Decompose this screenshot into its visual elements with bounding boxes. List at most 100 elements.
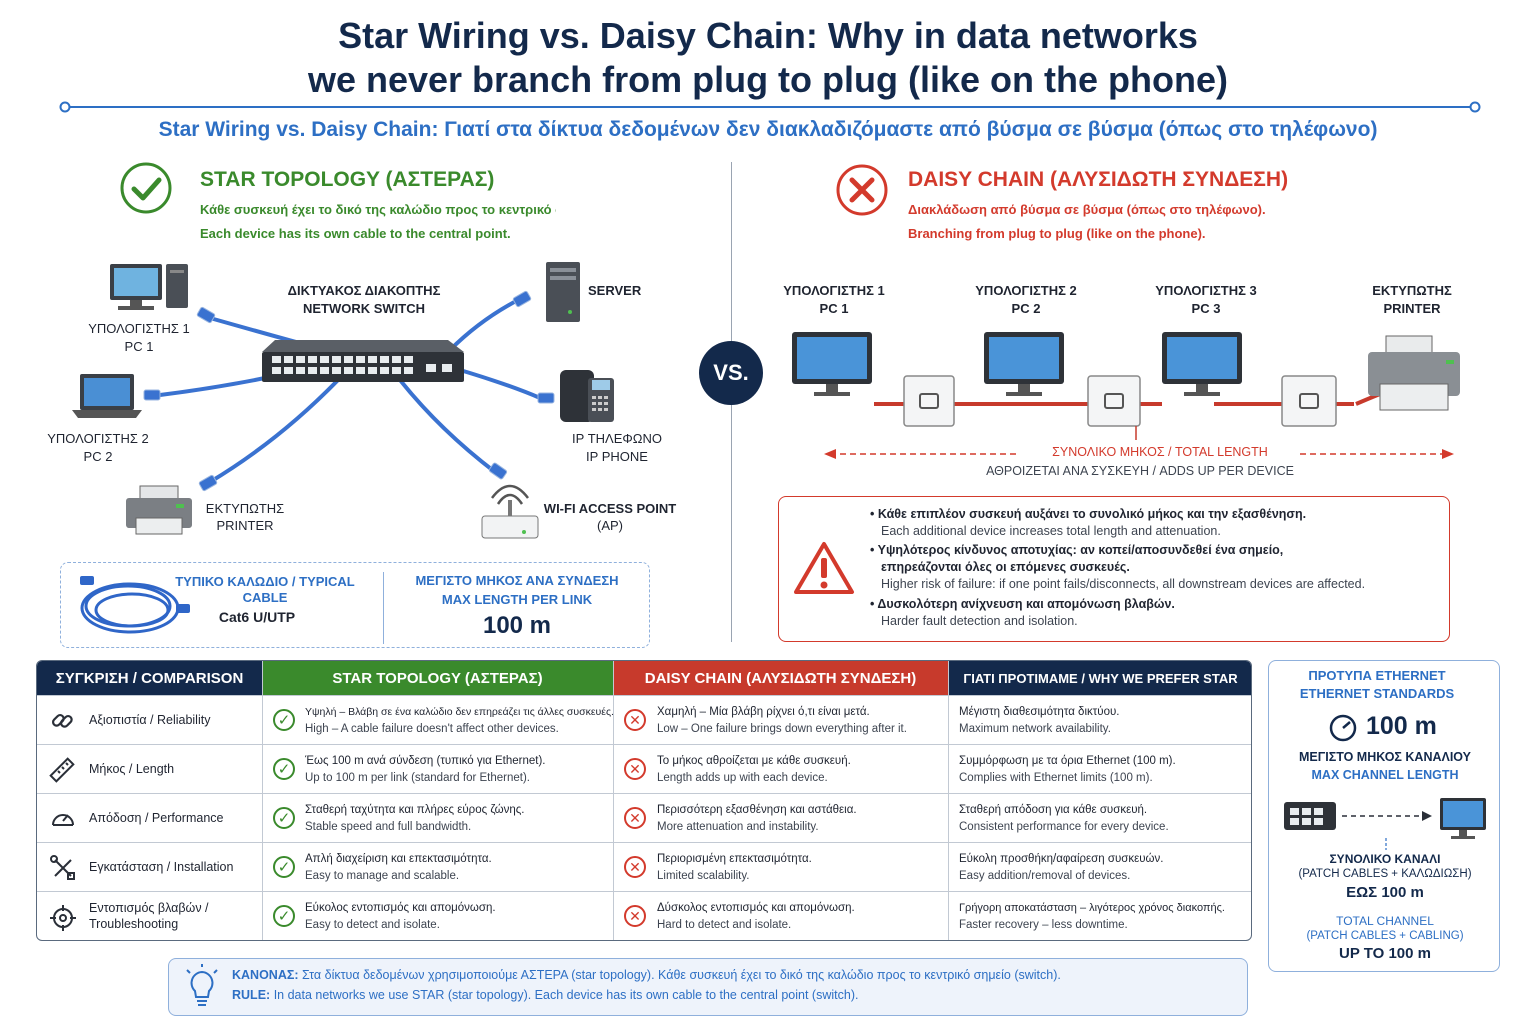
warning-item-2: • Υψηλότερος κίνδυνος αποτυχίας: αν κοπε…: [870, 542, 1438, 593]
lightbulb-icon: [186, 964, 218, 1006]
daisy-pc3-gr: ΥΠΟΛΟΓΙΣΤΗΣ 3: [1155, 283, 1257, 298]
daisy-title: DAISY CHAIN (ΑΛΥΣΙΔΩΤΗ ΣΥΝΔΕΣΗ): [908, 168, 1289, 191]
phone-label-en: IP PHONE: [586, 449, 648, 464]
ruler-icon: [49, 757, 75, 783]
check-icon: ✓: [273, 905, 295, 927]
rule-gr-prefix: ΚΑΝΟΝΑΣ:: [232, 968, 299, 982]
target-icon: [50, 905, 76, 931]
check-icon: ✓: [273, 758, 295, 780]
x-icon: ✕: [624, 709, 646, 731]
cable-box-divider: [383, 572, 384, 644]
phone-label-gr: IP ΤΗΛΕΦΩΝΟ: [572, 431, 662, 446]
star-cell-gr: Έως 100 m ανά σύνδεση (τυπικό για Ethern…: [305, 755, 546, 767]
why-cell-en: Easy addition/removal of devices.: [959, 870, 1131, 882]
daisy-desc-en: Branching from plug to plug (like on the…: [908, 226, 1206, 241]
total-channel-en: TOTAL CHANNEL: [1336, 914, 1434, 928]
total-channel-en3: UP TO 100 m: [1339, 945, 1431, 962]
row-label: Εγκατάσταση / Installation: [89, 860, 234, 874]
ethernet-standards-panel: [1268, 660, 1500, 972]
table-row: Απόδοση / Performance ✓ Σταθερή ταχύτητα…: [37, 793, 1251, 842]
table-col-divider: [262, 661, 263, 940]
ip-phone-icon: [560, 370, 614, 422]
daisy-pc1-en: PC 1: [819, 301, 849, 316]
star-cell-gr: Υψηλή – Βλάβη σε ένα καλώδιο δεν επηρεάζ…: [305, 706, 614, 718]
daisy-pc3-icon: [1162, 332, 1242, 396]
daisy-cell-en: More attenuation and instability.: [657, 821, 819, 833]
star-cell-en: Easy to manage and scalable.: [305, 870, 460, 882]
table-row: Εγκατάσταση / Installation ✓ Απλή διαχεί…: [37, 842, 1251, 892]
daisy-column-header: DAISY CHAIN (ΑΛΥΣΙΔΩΤΗ ΣΥΝΔΕΣΗ): [613, 661, 948, 695]
cable-info-box: [60, 562, 650, 648]
total-length-label: ΣΥΝΟΛΙΚΟ ΜΗΚΟΣ / TOTAL LENGTH: [1020, 445, 1300, 459]
warning-3-en: Harder fault detection and isolation.: [881, 614, 1078, 628]
table-row: Αξιοπιστία / Reliability ✓ Υψηλή – Βλάβη…: [37, 695, 1251, 745]
why-cell-gr: Γρήγορη αποκατάσταση – λιγότερος χρόνος …: [959, 902, 1225, 914]
daisy-cell-gr: Χαμηλή – Μία βλάβη ρίχνει ό,τι είναι μετ…: [657, 706, 870, 718]
check-icon: ✓: [273, 856, 295, 878]
warning-2-en: Higher risk of failure: if one point fai…: [881, 577, 1366, 591]
star-cell: Έως 100 m ανά σύνδεση (τυπικό για Ethern…: [305, 745, 611, 794]
daisy-cell-en: Hard to detect and isolate.: [657, 919, 792, 931]
warning-item-1: • Κάθε επιπλέον συσκευή αυξάνει το συνολ…: [870, 506, 1438, 540]
total-channel-gr: ΣΥΝΟΛΙΚΟ ΚΑΝΑΛΙ: [1329, 852, 1441, 866]
adds-up-label: ΑΘΡΟΙΖΕΤΑΙ ΑΝΑ ΣΥΣΚΕΥΗ / ADDS UP PER DEV…: [986, 464, 1294, 478]
why-cell-gr: Σταθερή απόδοση για κάθε συσκευή.: [959, 804, 1148, 816]
standards-max-en: MAX CHANNEL LENGTH: [1311, 768, 1459, 782]
star-desc-en: Each device has its own cable to the cen…: [200, 226, 511, 241]
printer-icon: [126, 485, 192, 535]
warning-1-gr: Κάθε επιπλέον συσκευή αυξάνει το συνολικ…: [877, 507, 1307, 521]
warning-triangle-icon: [794, 542, 854, 594]
max-length-value: 100 m: [482, 612, 552, 639]
daisy-cell-en: Length adds up with each device.: [657, 772, 828, 784]
daisy-pc1-gr: ΥΠΟΛΟΓΙΣΤΗΣ 1: [783, 283, 885, 298]
pc1-label-en: PC 1: [124, 339, 154, 354]
daisy-cell: Δύσκολος εντοπισμός και απομόνωση.Hard t…: [657, 892, 945, 940]
switch-icon: [1284, 802, 1336, 830]
vs-badge: VS.: [699, 341, 763, 405]
gauge-icon: [52, 814, 74, 826]
page-title-line-2: we never branch from plug to plug (like …: [307, 59, 1229, 100]
daisy-printer-en: PRINTER: [1383, 301, 1441, 316]
switch-label-gr: ΔΙΚΤΥΑΚΟΣ ΔΙΑΚΟΠΤΗΣ: [287, 283, 441, 298]
star-cell: Απλή διαχείριση και επεκτασιμότητα.Easy …: [305, 843, 611, 892]
gauge-icon: [1329, 714, 1357, 742]
row-label: Εντοπισμός βλαβών / Troubleshooting: [89, 901, 209, 931]
daisy-cell-en: Limited scalability.: [657, 870, 750, 882]
daisy-pc2-en: PC 2: [1011, 301, 1041, 316]
check-circle-icon: [120, 162, 172, 214]
why-column-header: ΓΙΑΤΙ ΠΡΟΤΙΜΑΜΕ / WHY WE PREFER STAR: [948, 661, 1251, 695]
star-diagram: [72, 262, 614, 539]
star-cell-en: Up to 100 m per link (standard for Ether…: [305, 772, 530, 784]
why-cell: Μέγιστη διαθεσιμότητα δικτύου.Maximum ne…: [959, 696, 1249, 745]
daisy-pc2-gr: ΥΠΟΛΟΓΙΣΤΗΣ 2: [975, 283, 1077, 298]
star-cell-en: Stable speed and full bandwidth.: [305, 821, 472, 833]
page-subtitle: Star Wiring vs. Daisy Chain: Γιατί στα δ…: [158, 118, 1378, 141]
star-cell-gr: Εύκολος εντοπισμός και απομόνωση.: [305, 902, 496, 914]
table-row: Μήκος / Length ✓ Έως 100 m ανά σύνδεση (…: [37, 744, 1251, 794]
daisy-printer-icon: [1368, 335, 1460, 411]
server-label: SERVER: [588, 283, 642, 298]
daisy-pc3-en: PC 3: [1191, 301, 1221, 316]
daisy-cell-gr: Το μήκος αθροίζεται με κάθε συσκευή.: [657, 755, 851, 767]
why-cell-en: Complies with Ethernet limits (100 m).: [959, 772, 1153, 784]
standards-title-gr: ΠΡΟΤΥΠΑ ETHERNET: [1308, 668, 1446, 683]
x-icon: ✕: [624, 807, 646, 829]
daisy-desc-gr: Διακλάδωση από βύσμα σε βύσμα (όπως στο …: [908, 202, 1266, 217]
rule-banner: [168, 958, 1248, 1016]
warning-2-gr: Υψηλότερος κίνδυνος αποτυχίας: αν κοπεί/…: [877, 543, 1284, 557]
printer-label-gr: ΕΚΤΥΠΩΤΗΣ: [205, 501, 285, 516]
star-column-header: STAR TOPOLOGY (ΑΣΤΕΡΑΣ): [262, 661, 613, 695]
channel-diagram: [1284, 798, 1486, 850]
pc2-label-gr: ΥΠΟΛΟΓΙΣΤΗΣ 2: [47, 431, 149, 446]
standards-title-en: ETHERNET STANDARDS: [1299, 686, 1455, 701]
network-switch-icon: [262, 340, 464, 382]
warning-1-en: Each additional device increases total l…: [881, 524, 1221, 538]
daisy-pc2-icon: [984, 332, 1064, 396]
rule-en-prefix: RULE:: [232, 988, 271, 1002]
why-cell: Γρήγορη αποκατάσταση – λιγότερος χρόνος …: [959, 892, 1249, 940]
star-cell-gr: Σταθερή ταχύτητα και πλήρες εύρος ζώνης.: [305, 804, 525, 816]
rule-line-en: RULE: In data networks we use STAR (star…: [232, 988, 1242, 1002]
why-cell: Συμμόρφωση με τα όρια Ethernet (100 m).C…: [959, 745, 1249, 794]
pc2-label-en: PC 2: [83, 449, 113, 464]
tools-icon: [50, 855, 75, 880]
